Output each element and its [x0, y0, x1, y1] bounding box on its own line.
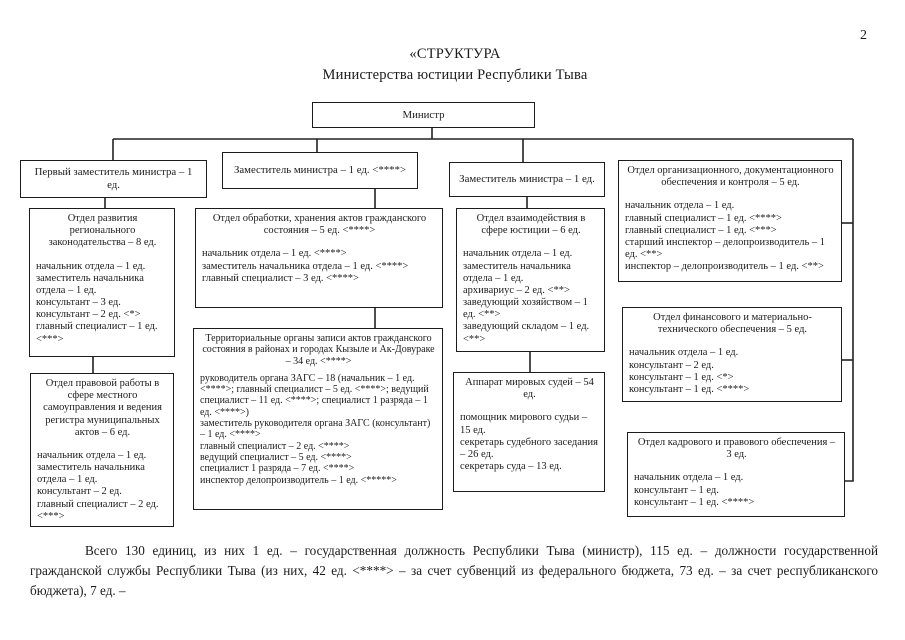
staff-line: секретарь судебного заседания – 26 ед. [460, 436, 598, 460]
dept-title: Отдел финансового и материально-техничес… [653, 312, 812, 336]
staff-line: главный специалист – 3 ед. <****> [202, 272, 359, 284]
staff-line: консультант – 1 ед. [634, 484, 719, 496]
dept-staff-list: начальник отдела – 1 ед.заместитель нача… [463, 248, 599, 345]
staff-line: заместитель начальника отдела – 1 ед. [36, 272, 144, 296]
staff-line: заведующий складом – 1 ед. <**> [463, 321, 590, 345]
dept-magistrates-box: Аппарат мировых судей – 54 ед. помощник … [453, 372, 605, 492]
minister-box: Министр [312, 102, 535, 128]
deputy-zags-box: Заместитель министра – 1 ед. <****> [222, 152, 418, 189]
deputy-justice-label: Заместитель министра – 1 ед. [459, 173, 595, 186]
dept-regional-law-box: Отдел развития регионального законодател… [29, 208, 175, 357]
staff-line: ведущий специалист – 5 ед. <****> [200, 451, 352, 463]
staff-line: инспектор делопроизводитель – 1 ед. <***… [200, 474, 397, 486]
dept-staff-list: начальник отдела – 1 ед.главный специали… [625, 200, 836, 273]
staff-line: заместитель начальника отдела – 1 ед. [37, 462, 145, 486]
dept-title: Отдел организационного, документационног… [627, 165, 834, 189]
dept-zags-territorial-box: Территориальные органы записи актов граж… [193, 328, 443, 510]
staff-line: заместитель руководителя органа ЗАГС (ко… [200, 418, 431, 441]
staff-line: заместитель начальника отдела – 1 ед. <*… [202, 260, 409, 272]
first-deputy-box: Первый заместитель министра – 1 ед. [20, 160, 207, 198]
staff-line: специалист 1 разряда – 7 ед. <****> [200, 463, 355, 475]
dept-title: Отдел обработки, хранения актов гражданс… [212, 213, 427, 237]
document-title-line2: Министерства юстиции Республики Тыва [322, 67, 588, 84]
staff-line: консультант – 1 ед. <****> [634, 496, 755, 508]
dept-staff-list: начальник отдела – 1 ед.консультант – 1 … [634, 472, 839, 509]
dept-staff-list: начальник отдела – 1 ед. <****>заместите… [202, 248, 437, 285]
deputy-justice-box: Заместитель министра – 1 ед. [449, 162, 605, 197]
staff-line: консультант – 2 ед. [37, 486, 122, 498]
footer-summary-text: Всего 130 единиц, из них 1 ед. – государ… [30, 543, 878, 598]
dept-org-control-box: Отдел организационного, документационног… [618, 160, 842, 282]
staff-line: начальник отдела – 1 ед. [625, 200, 735, 212]
page-number: 2 [860, 28, 867, 43]
staff-line: инспектор – делопроизводитель – 1 ед. <*… [625, 261, 824, 273]
staff-line: начальник отдела – 1 ед. [37, 449, 147, 461]
staff-line: главный специалист – 2 ед. <****> [200, 440, 350, 452]
dept-title: Отдел правовой работы в сфере местного с… [43, 378, 162, 438]
first-deputy-label: Первый заместитель министра – 1 ед. [34, 166, 193, 191]
staff-line: старший инспектор – делопроизводитель – … [625, 236, 826, 261]
staff-line: секретарь суда – 13 ед. [460, 461, 562, 473]
staff-line: главный специалист – 1 ед. <****> [625, 212, 782, 224]
document-title: «СТРУКТУРА Министерства юстиции Республи… [250, 44, 660, 86]
minister-label: Министр [402, 108, 445, 121]
document-title-line1: «СТРУКТУРА [409, 46, 501, 62]
staff-line: начальник отдела – 1 ед. <****> [202, 248, 347, 260]
deputy-zags-label: Заместитель министра – 1 ед. <****> [233, 164, 407, 177]
dept-title: Отдел развития регионального законодател… [48, 213, 157, 249]
dept-staff-list: начальник отдела – 1 ед.консультант – 2 … [629, 347, 836, 396]
staff-line: начальник отдела – 1 ед. [629, 347, 739, 359]
staff-line: главный специалист – 1 ед. <***> [625, 224, 777, 236]
dept-justice-interaction-box: Отдел взаимодействия в сфере юстиции – 6… [456, 208, 605, 352]
staff-line: начальник отдела – 1 ед. [463, 248, 573, 260]
staff-line: консультант – 1 ед. <*> [629, 371, 734, 383]
dept-title: Отдел кадрового и правового обеспечения … [637, 437, 836, 461]
dept-finance-box: Отдел финансового и материально-техничес… [622, 307, 842, 402]
staff-line: помощник мирового судьи – 15 ед. [460, 412, 588, 436]
staff-line: консультант – 3 ед. [36, 297, 121, 309]
dept-hr-legal-box: Отдел кадрового и правового обеспечения … [627, 432, 845, 517]
staff-line: заместитель начальника отдела – 1 ед. [463, 260, 571, 284]
staff-line: консультант – 2 ед. [629, 359, 714, 371]
staff-line: начальник отдела – 1 ед. [36, 260, 146, 272]
staff-line: главный специалист – 2 ед. <***> [37, 498, 159, 522]
staff-line: заведующий хозяйством – 1 ед. <**> [463, 297, 588, 321]
staff-line: консультант – 1 ед. <****> [629, 383, 750, 395]
dept-staff-list: начальник отдела – 1 ед.заместитель нача… [36, 261, 169, 346]
staff-line: руководитель органа ЗАГС – 18 (начальник… [200, 372, 429, 418]
dept-title: Территориальные органы записи актов граж… [202, 333, 435, 367]
dept-title: Аппарат мировых судей – 54 ед. [465, 377, 594, 401]
dept-staff-list: помощник мирового судьи – 15 ед.секретар… [460, 412, 599, 473]
staff-line: консультант – 2 ед. <*> [36, 309, 141, 321]
staff-line: архивариус – 2 ед. <**> [463, 284, 570, 296]
dept-staff-list: начальник отдела – 1 ед.заместитель нача… [37, 450, 168, 523]
dept-staff-list: руководитель органа ЗАГС – 18 (начальник… [200, 373, 437, 486]
staff-line: главный специалист – 1 ед. <***> [36, 321, 158, 345]
dept-zags-processing-box: Отдел обработки, хранения актов гражданс… [195, 208, 443, 308]
staff-line: начальник отдела – 1 ед. [634, 472, 744, 484]
dept-municipal-law-box: Отдел правовой работы в сфере местного с… [30, 373, 174, 527]
dept-title: Отдел взаимодействия в сфере юстиции – 6… [476, 213, 586, 237]
